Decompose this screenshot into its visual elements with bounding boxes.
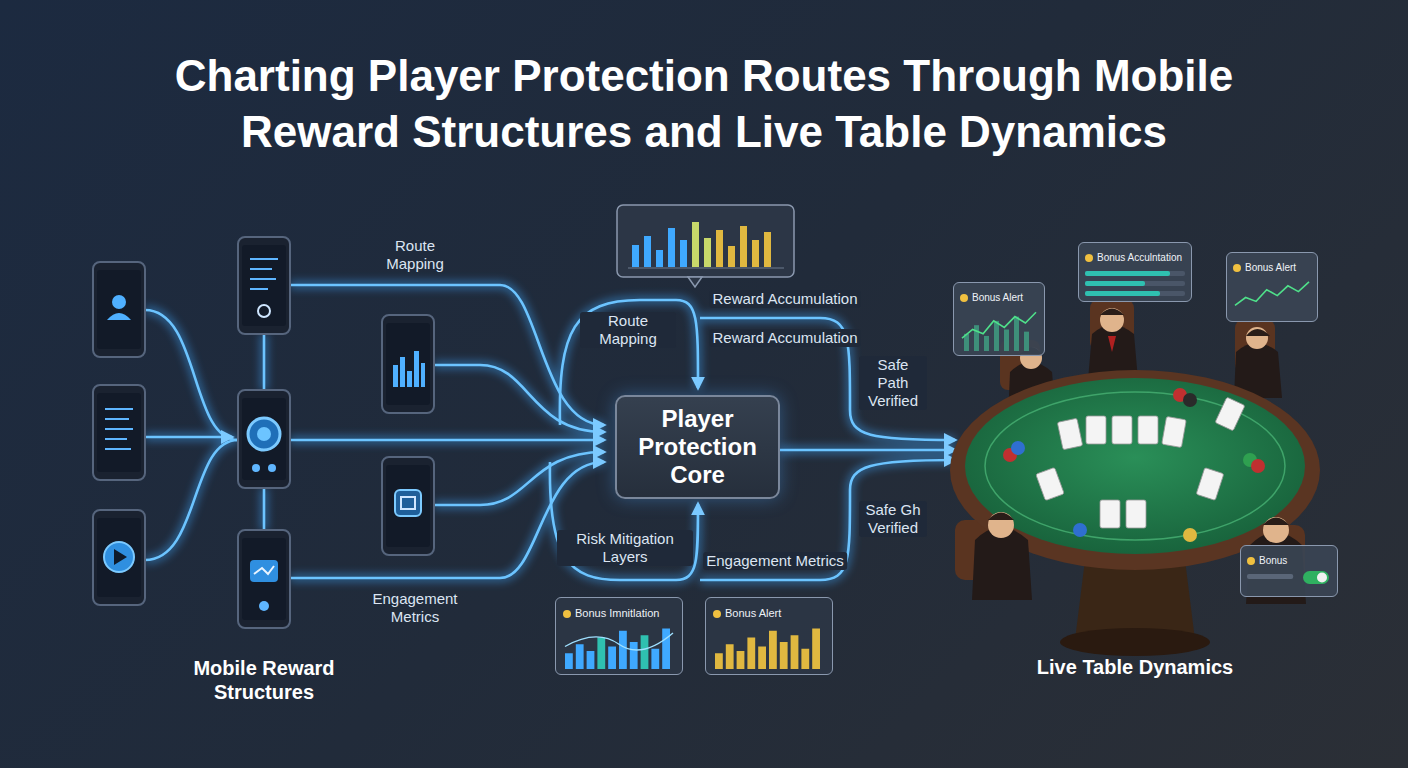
panel-title: Bonus Alert bbox=[713, 606, 781, 620]
chart-panel: Bonus Acculntation bbox=[1078, 242, 1192, 302]
mini-chart bbox=[1233, 278, 1311, 317]
panel-title: Bonus Alert bbox=[1233, 261, 1296, 274]
node-title: Player Protection Core bbox=[627, 405, 768, 489]
flow-label: Route Mapping bbox=[370, 237, 460, 273]
region-label: Mobile Reward Structures bbox=[164, 656, 364, 704]
chart-panel: Bonus Alert bbox=[705, 597, 833, 675]
chart-panel: Bonus Alert bbox=[953, 282, 1045, 356]
chart-panel: Bonus Imnitlation bbox=[555, 597, 683, 675]
flow-label: Safe Gh Verified bbox=[859, 501, 927, 537]
flow-label: Reward Accumulation bbox=[709, 290, 860, 308]
panel-title: Bonus Alert bbox=[960, 291, 1023, 304]
flow-label: Engagement Metrics bbox=[703, 552, 847, 570]
diagram-title: Charting Player Protection Routes Throug… bbox=[0, 48, 1408, 160]
top-chart bbox=[617, 205, 794, 287]
flow-label: Engagement Metrics bbox=[365, 590, 465, 626]
mini-chart bbox=[1247, 571, 1331, 592]
panel-title: Bonus Imnitlation bbox=[563, 606, 659, 620]
mini-chart bbox=[713, 624, 825, 669]
flow-label: Risk Mitigation Layers bbox=[557, 530, 693, 566]
chart-panel: Bonus Alert bbox=[1226, 252, 1318, 322]
flow-label: Safe Path Verified bbox=[859, 356, 927, 410]
mini-chart bbox=[563, 624, 675, 669]
mini-chart bbox=[1085, 268, 1185, 297]
process-box: Player Protection Core bbox=[615, 395, 780, 499]
panel-title: Bonus bbox=[1247, 554, 1287, 567]
mini-chart bbox=[960, 308, 1038, 351]
chart-panel: Bonus bbox=[1240, 545, 1338, 597]
phones bbox=[93, 237, 434, 628]
flow-label: Reward Accumulation bbox=[709, 329, 860, 347]
panel-title: Bonus Acculntation bbox=[1085, 251, 1182, 264]
flow-label: Route Mapping bbox=[580, 312, 676, 348]
region-label: Live Table Dynamics bbox=[1037, 655, 1233, 679]
